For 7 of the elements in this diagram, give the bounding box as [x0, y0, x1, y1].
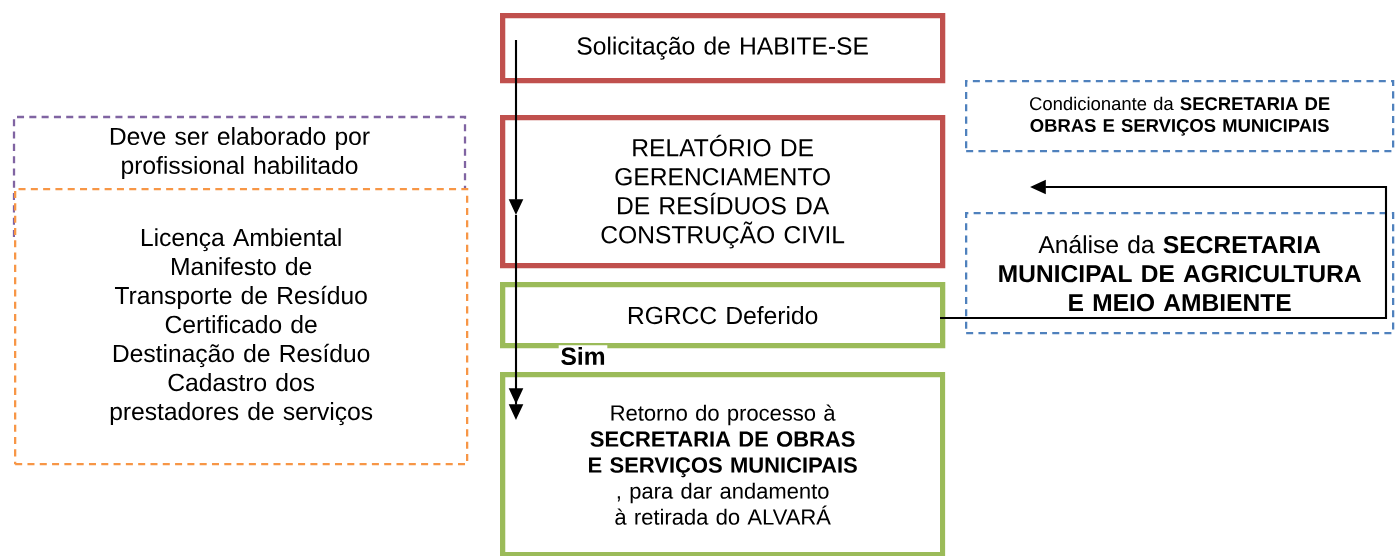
process-box: RELATÓRIO DE GERENCIAMENTO DE RESÍDUOS DA CONSTRUÇÃO CIVIL: [500, 115, 946, 269]
process-box: Solicitação de HABITE-SE: [500, 13, 946, 84]
edge-label: Sim: [558, 345, 608, 367]
note-box: Condicionante da SECRETARIA DE OBRAS E SERVIÇOS MUNICIPAIS: [965, 80, 1395, 153]
process-box: Retorno do processo à SECRETARIA DE OBRAS E SERVIÇOS MUNICIPAIS , para dar andamento à retirada do ALVARÁ: [500, 372, 946, 556]
note-box: Licença Ambiental Manifesto de Transporte de Resíduo Certificado de Destinação de Resíduo Cadastro dos prestadores de serviços: [14, 188, 469, 466]
note-box: Análise da SECRETARIA MUNICIPAL DE AGRICULTURA E MEIO AMBIENTE: [965, 212, 1395, 335]
